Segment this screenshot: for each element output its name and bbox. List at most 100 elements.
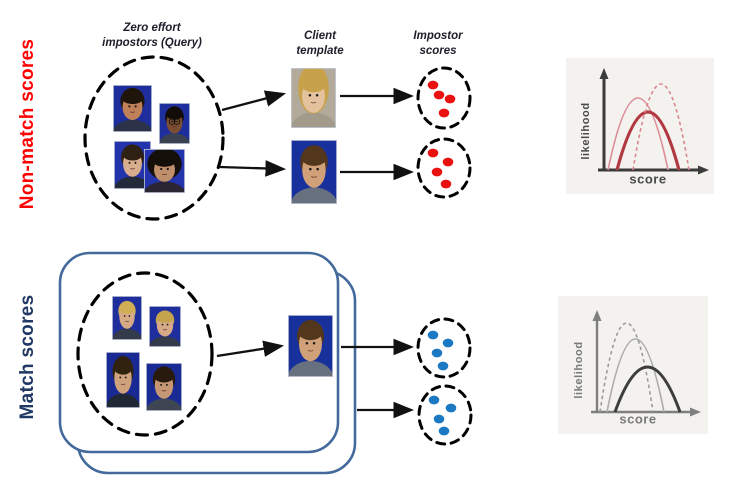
mouth [162, 329, 168, 331]
query-set-ellipse-bottom [76, 271, 214, 437]
hair-fringe [122, 149, 143, 161]
shoulders [106, 393, 140, 408]
likelihood-curve-solid [615, 110, 681, 171]
non-match-scores-label: Non-match scores [17, 38, 38, 210]
photo-border [113, 85, 153, 133]
match-score-dot [433, 414, 445, 424]
match-score-dot [445, 403, 457, 413]
hair-fringe [156, 313, 174, 323]
match-score-dot [437, 361, 449, 371]
likelihood-curve-solid [607, 97, 669, 171]
mouth [161, 173, 168, 176]
impostor-score-dot [438, 108, 450, 118]
match-score-dot [442, 338, 454, 348]
impostor-score-dot [427, 80, 439, 90]
left-eye [309, 167, 312, 171]
shoulders [291, 187, 337, 204]
right-eye [166, 323, 169, 326]
genuine-query-photo-4 [146, 363, 183, 412]
nonmatch-plot-xlabel: score [629, 171, 667, 187]
client-template-photo-top-2 [291, 140, 338, 205]
nonmatch-plot-ylabel: likelihood [580, 102, 592, 160]
shoulders [288, 360, 333, 377]
shoulders [144, 181, 185, 193]
right-eye [176, 120, 178, 123]
client-template-label-line1: Client [304, 30, 336, 42]
shoulders [112, 328, 142, 340]
match-scores-label: Match scores [17, 294, 38, 420]
x-axis-arrowhead [698, 165, 709, 175]
arrow-genuine-to-template [216, 340, 285, 358]
likelihood-curve-solid [613, 365, 682, 413]
photo-border [146, 363, 183, 412]
mouth [311, 176, 317, 178]
left-eye [119, 376, 122, 379]
shoulders [149, 336, 181, 347]
left-eye [305, 341, 309, 345]
mouth [120, 383, 126, 386]
right-eye [165, 383, 168, 386]
photo-border [159, 103, 191, 145]
right-eye [128, 315, 131, 317]
likelihood-curve-dashed [632, 83, 690, 171]
nonmatch-likelihood-plot [598, 68, 709, 175]
y-axis-arrowhead [592, 310, 602, 321]
photo-border [112, 296, 143, 341]
client-template-photo-top-1 [291, 68, 337, 129]
arrow-impostors-to-template-2 [219, 160, 287, 177]
impostor-scores-label: Impostor scores [413, 29, 462, 59]
match-score-dot [427, 330, 439, 340]
likelihood-curve-solid [606, 338, 665, 413]
genuine-query-photo-2 [149, 306, 182, 348]
match-score-dot [438, 426, 450, 436]
impostor-score-dot [427, 148, 439, 158]
hair-fringe [119, 303, 135, 314]
impostor-scores-circle-2 [416, 137, 472, 199]
mouth [130, 168, 135, 170]
hair-fringe [301, 78, 326, 93]
photo-border [291, 140, 338, 205]
query-set-ellipse-top [83, 55, 225, 221]
zero-effort-impostors-label-line2: impostors (Query) [102, 37, 202, 49]
impostor-score-dot [440, 179, 452, 189]
left-eye [308, 94, 312, 97]
photo-border [144, 149, 186, 194]
zero-effort-impostors-label: Zero effort impostors (Query) [102, 21, 202, 51]
right-eye [312, 341, 316, 345]
y-axis-arrowhead [599, 68, 609, 79]
impostor-query-photo-1 [113, 85, 153, 133]
impostor-scores-label-line1: Impostor [413, 30, 463, 42]
left-eye [128, 105, 131, 108]
likelihood-curve-dashed [599, 322, 654, 413]
match-likelihood-plot [591, 310, 701, 417]
photo-border [288, 315, 334, 378]
genuine-query-photo-3 [106, 352, 141, 409]
impostor-scores-label-line2: scores [419, 45, 457, 57]
right-eye [134, 161, 137, 164]
shoulders [159, 133, 190, 144]
right-eye [134, 105, 137, 108]
match-scores-circle-1 [416, 317, 472, 379]
left-eye [160, 383, 163, 386]
x-axis-arrowhead [690, 407, 701, 417]
match-plot-ylabel: likelihood [573, 341, 585, 399]
client-template-label-line2: template [296, 45, 344, 57]
glasses-right-lens [173, 118, 181, 125]
photo-border [106, 352, 141, 409]
client-template-photo-bottom [288, 315, 334, 378]
mouth [124, 320, 130, 323]
shoulders [291, 112, 336, 128]
client-template-label: Client template [296, 29, 343, 59]
impostor-scores-circle-1 [416, 66, 472, 130]
glasses-left-lens [168, 118, 176, 125]
photo-border [291, 68, 337, 129]
match-scores-circle-2 [417, 384, 473, 446]
mouth [310, 101, 317, 104]
impostor-score-dot [442, 157, 454, 167]
shoulders [113, 119, 152, 132]
genuine-query-photo-1 [112, 296, 143, 341]
hair-fringe [298, 325, 323, 341]
hair-fringe [154, 371, 174, 383]
